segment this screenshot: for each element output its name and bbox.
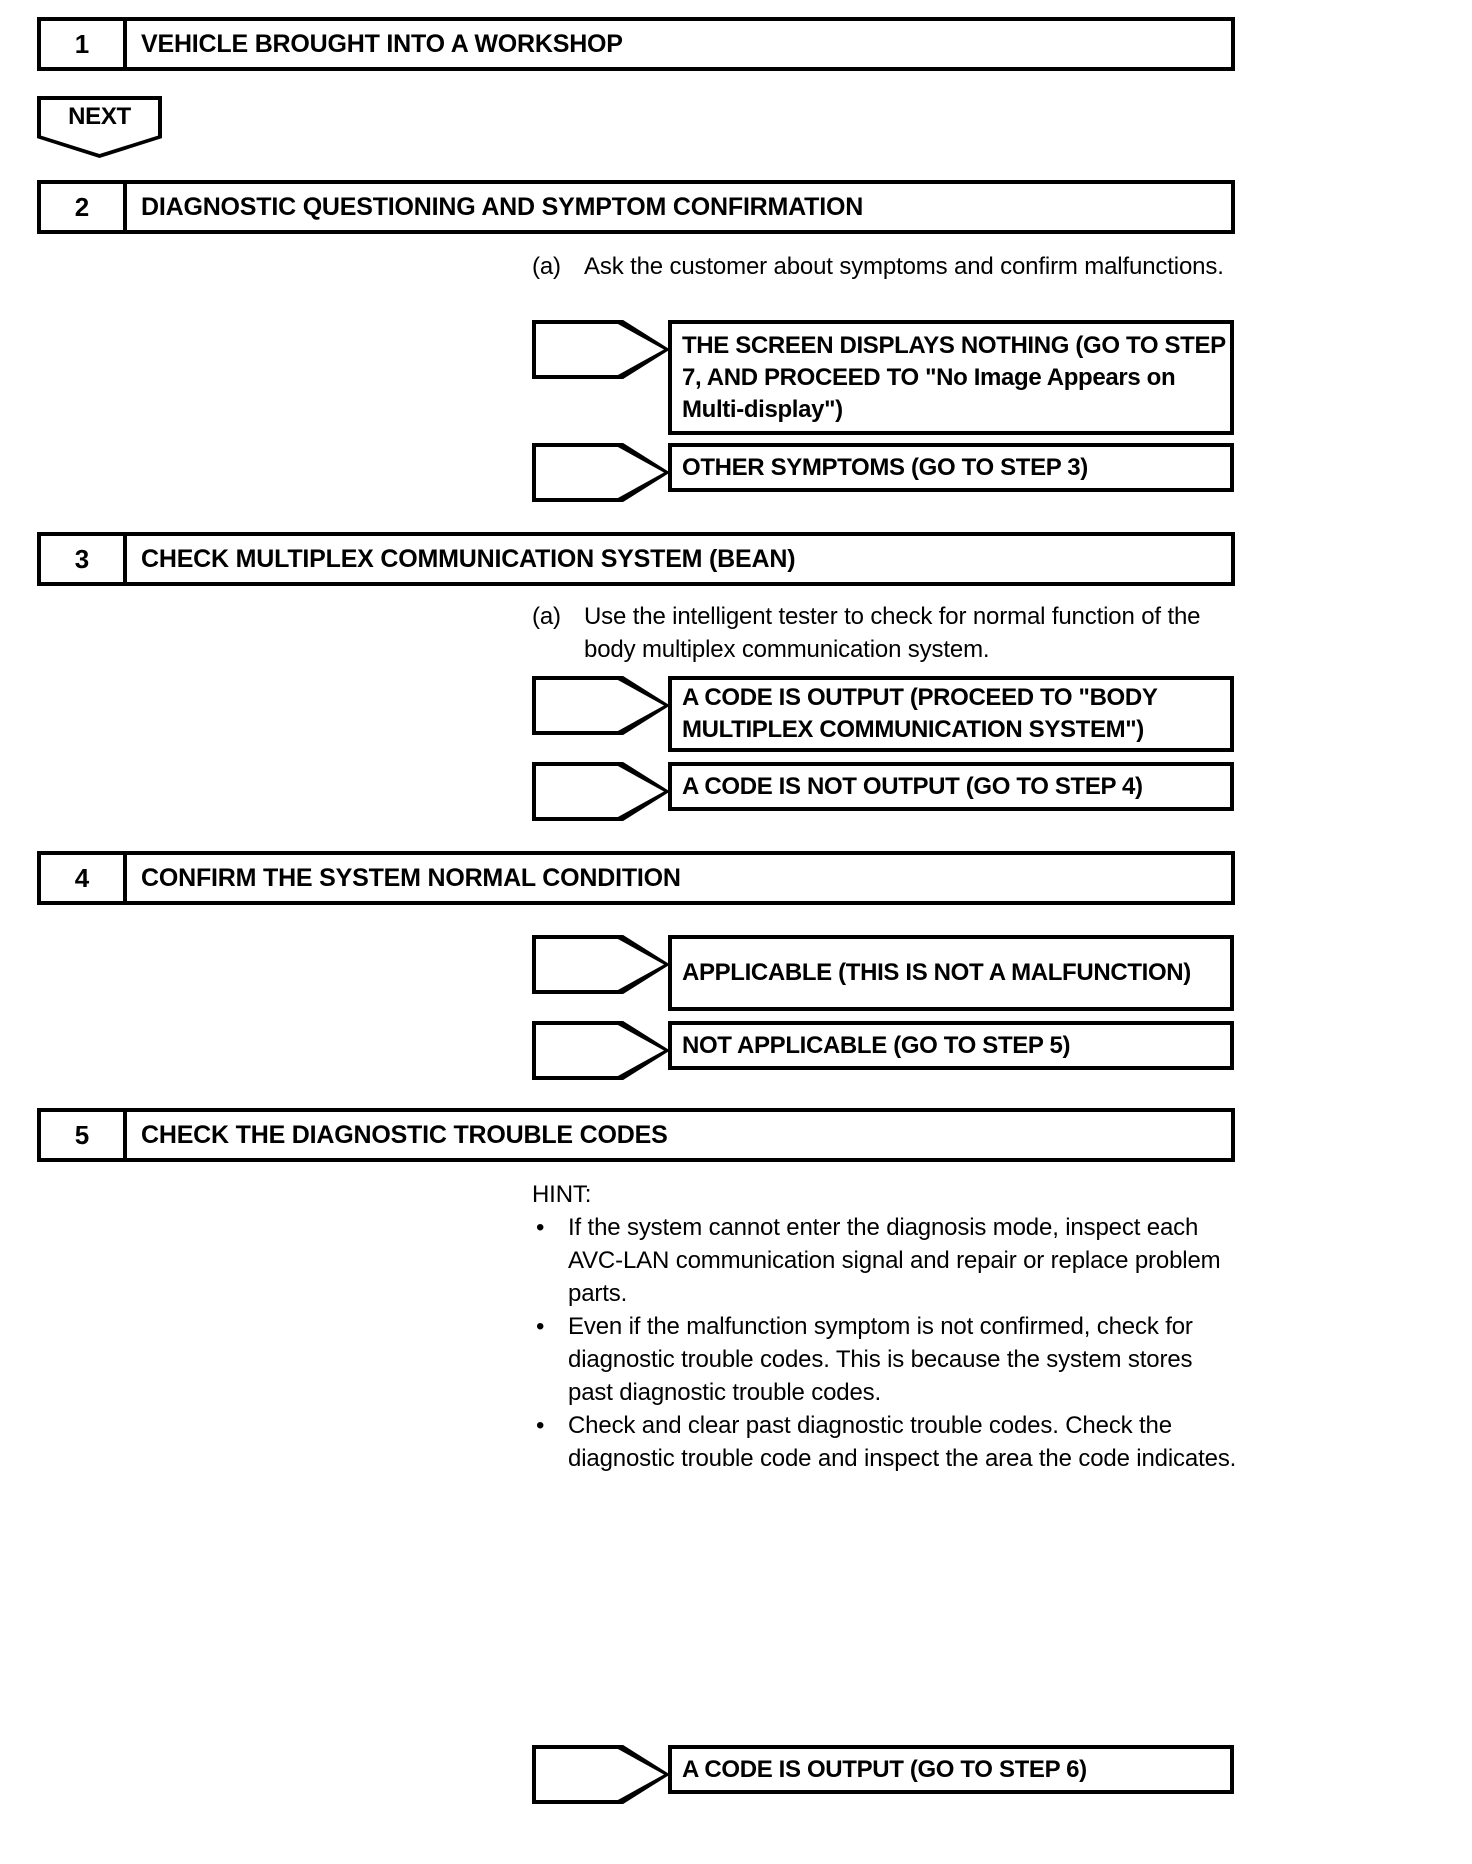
step-title-2: DIAGNOSTIC QUESTIONING AND SYMPTOM CONFI… [141, 192, 864, 221]
step-title-1: VEHICLE BROUGHT INTO A WORKSHOP [141, 29, 623, 58]
arrow-right-icon [532, 676, 670, 735]
next-connector-banner: NEXT [37, 96, 162, 158]
result-text: APPLICABLE (THIS IS NOT A MALFUNCTION) [682, 959, 1191, 986]
result-box: THE SCREEN DISPLAYS NOTHING (GO TO STEP … [668, 320, 1234, 435]
hint-text: If the system cannot enter the diagnosis… [568, 1214, 1221, 1307]
result-text: A CODE IS NOT OUTPUT (GO TO STEP 4) [682, 772, 1143, 800]
hint-block-5: HINT: • If the system cannot enter the d… [532, 1178, 1238, 1475]
result-text: THE SCREEN DISPLAYS NOTHING (GO TO STEP … [682, 331, 1226, 423]
result-box: OTHER SYMPTOMS (GO TO STEP 3) [668, 443, 1234, 492]
result-box: NOT APPLICABLE (GO TO STEP 5) [668, 1021, 1234, 1070]
step-number-2: 2 [41, 184, 127, 230]
result-text: NOT APPLICABLE (GO TO STEP 5) [682, 1031, 1071, 1059]
arrow-right-icon [532, 762, 670, 821]
bullet-icon: • [536, 1412, 545, 1439]
step-bar-1: 1 VEHICLE BROUGHT INTO A WORKSHOP [37, 17, 1235, 71]
hint-text: Check and clear past diagnostic trouble … [568, 1412, 1237, 1472]
next-connector-inner: NEXT [41, 100, 158, 154]
arrow-right-icon-inner [536, 766, 664, 817]
arrow-right-icon [532, 1021, 670, 1080]
bullet-icon: • [536, 1313, 545, 1340]
arrow-right-icon-inner [536, 1749, 664, 1800]
step-number-1: 1 [41, 21, 127, 67]
bullet-icon: • [536, 1214, 545, 1241]
hint-item: • Check and clear past diagnostic troubl… [532, 1409, 1238, 1475]
instruction-text: Use the intelligent tester to check for … [584, 603, 1201, 663]
hint-label: HINT: [532, 1181, 592, 1208]
instruction-text: Ask the customer about symptoms and conf… [584, 253, 1224, 280]
result-box: APPLICABLE (THIS IS NOT A MALFUNCTION) [668, 935, 1234, 1011]
step-title-5: CHECK THE DIAGNOSTIC TROUBLE CODES [141, 1120, 668, 1149]
step-title-4: CONFIRM THE SYSTEM NORMAL CONDITION [141, 863, 681, 892]
arrow-right-icon-inner [536, 447, 664, 498]
step-number-5: 5 [41, 1112, 127, 1158]
step-number-3: 3 [41, 536, 127, 582]
result-text: A CODE IS OUTPUT (PROCEED TO "BODY MULTI… [682, 684, 1158, 743]
arrow-right-icon-inner [536, 324, 664, 375]
result-text: A CODE IS OUTPUT (GO TO STEP 6) [682, 1755, 1087, 1783]
instruction-marker: (a) [532, 603, 561, 630]
result-box: A CODE IS OUTPUT (PROCEED TO "BODY MULTI… [668, 676, 1234, 752]
hint-item: • If the system cannot enter the diagnos… [532, 1211, 1238, 1310]
result-box: A CODE IS OUTPUT (GO TO STEP 6) [668, 1745, 1234, 1794]
arrow-right-icon [532, 935, 670, 994]
instruction-2a: (a) Ask the customer about symptoms and … [532, 250, 1238, 283]
step-bar-3: 3 CHECK MULTIPLEX COMMUNICATION SYSTEM (… [37, 532, 1235, 586]
step-bar-5: 5 CHECK THE DIAGNOSTIC TROUBLE CODES [37, 1108, 1235, 1162]
step-bar-2: 2 DIAGNOSTIC QUESTIONING AND SYMPTOM CON… [37, 180, 1235, 234]
hint-item: • Even if the malfunction symptom is not… [532, 1310, 1238, 1409]
arrow-right-icon [532, 443, 670, 502]
arrow-right-icon [532, 1745, 670, 1804]
hint-text: Even if the malfunction symptom is not c… [568, 1313, 1193, 1406]
arrow-right-icon [532, 320, 670, 379]
result-text: OTHER SYMPTOMS (GO TO STEP 3) [682, 453, 1088, 481]
arrow-right-icon-inner [536, 939, 664, 990]
instruction-3a: (a) Use the intelligent tester to check … [532, 600, 1238, 666]
result-box: A CODE IS NOT OUTPUT (GO TO STEP 4) [668, 762, 1234, 811]
next-connector-label: NEXT [68, 103, 131, 130]
arrow-right-icon-inner [536, 680, 664, 731]
step-number-4: 4 [41, 855, 127, 901]
arrow-right-icon-inner [536, 1025, 664, 1076]
step-bar-4: 4 CONFIRM THE SYSTEM NORMAL CONDITION [37, 851, 1235, 905]
step-title-3: CHECK MULTIPLEX COMMUNICATION SYSTEM (BE… [141, 544, 796, 573]
instruction-marker: (a) [532, 253, 561, 280]
